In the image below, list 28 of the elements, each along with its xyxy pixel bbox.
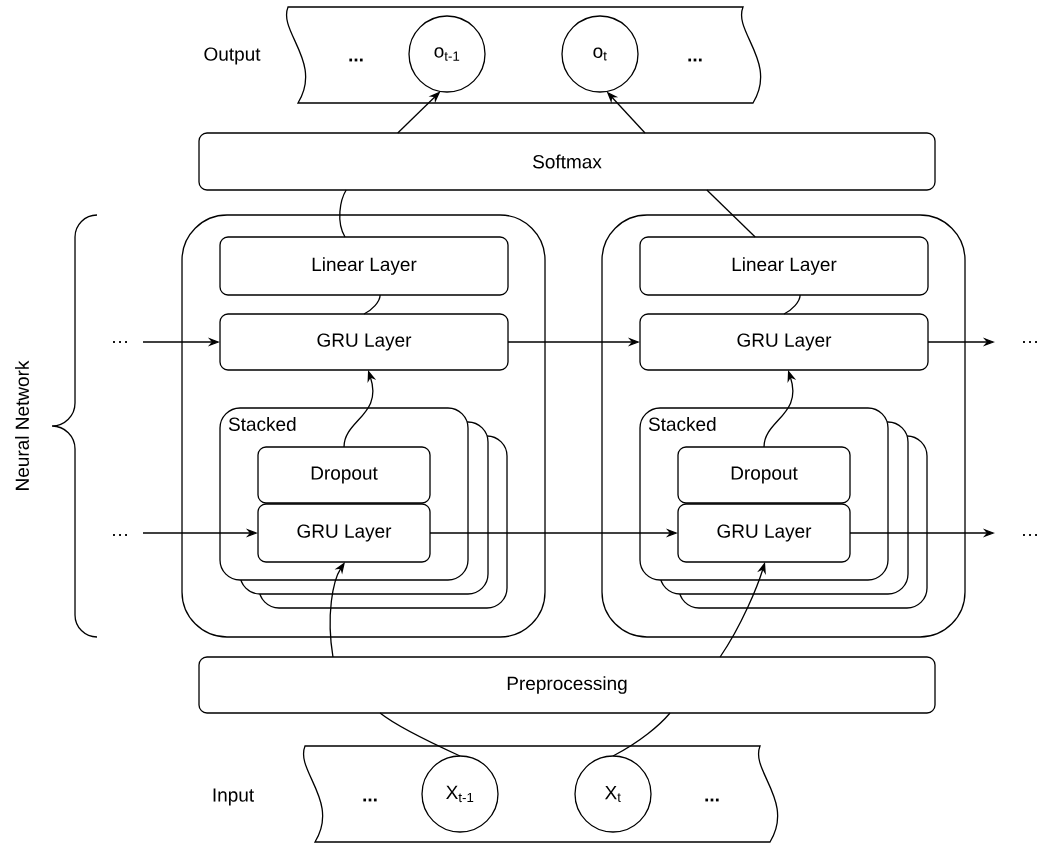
ellipsis-text: ... xyxy=(705,798,719,802)
ellipsis-text: … xyxy=(1023,534,1037,536)
layer-box: GRU Layer xyxy=(219,313,509,371)
ellipsis-text: … xyxy=(113,341,127,343)
layer-box: GRU Layer xyxy=(639,313,929,371)
layer-box: GRU Layer xyxy=(257,503,431,563)
layer-box: Dropout xyxy=(677,446,851,504)
ellipsis-text: ... xyxy=(363,798,377,802)
layer-box: Linear Layer xyxy=(219,236,509,296)
connector-line xyxy=(339,189,347,238)
band-label: Output xyxy=(204,47,261,65)
node-label: Stacked xyxy=(228,416,296,431)
layer-box: Dropout xyxy=(257,446,431,504)
layer-box: Preprocessing xyxy=(198,656,936,714)
side-label: Neural Network xyxy=(15,360,29,490)
ellipsis-text: … xyxy=(113,534,127,536)
layer-box: GRU Layer xyxy=(677,503,851,563)
band-label: Input xyxy=(213,788,254,806)
layer-box: Linear Layer xyxy=(639,236,929,296)
connector-line xyxy=(612,712,671,757)
connector-line xyxy=(363,294,381,315)
connector-line xyxy=(379,712,461,757)
ellipsis-text: ... xyxy=(688,58,702,62)
connector-line xyxy=(706,189,756,238)
connector-line xyxy=(783,294,801,315)
ellipsis-text: … xyxy=(1023,341,1037,343)
layer-box: Softmax xyxy=(198,132,936,191)
ellipsis-text: ... xyxy=(349,58,363,62)
